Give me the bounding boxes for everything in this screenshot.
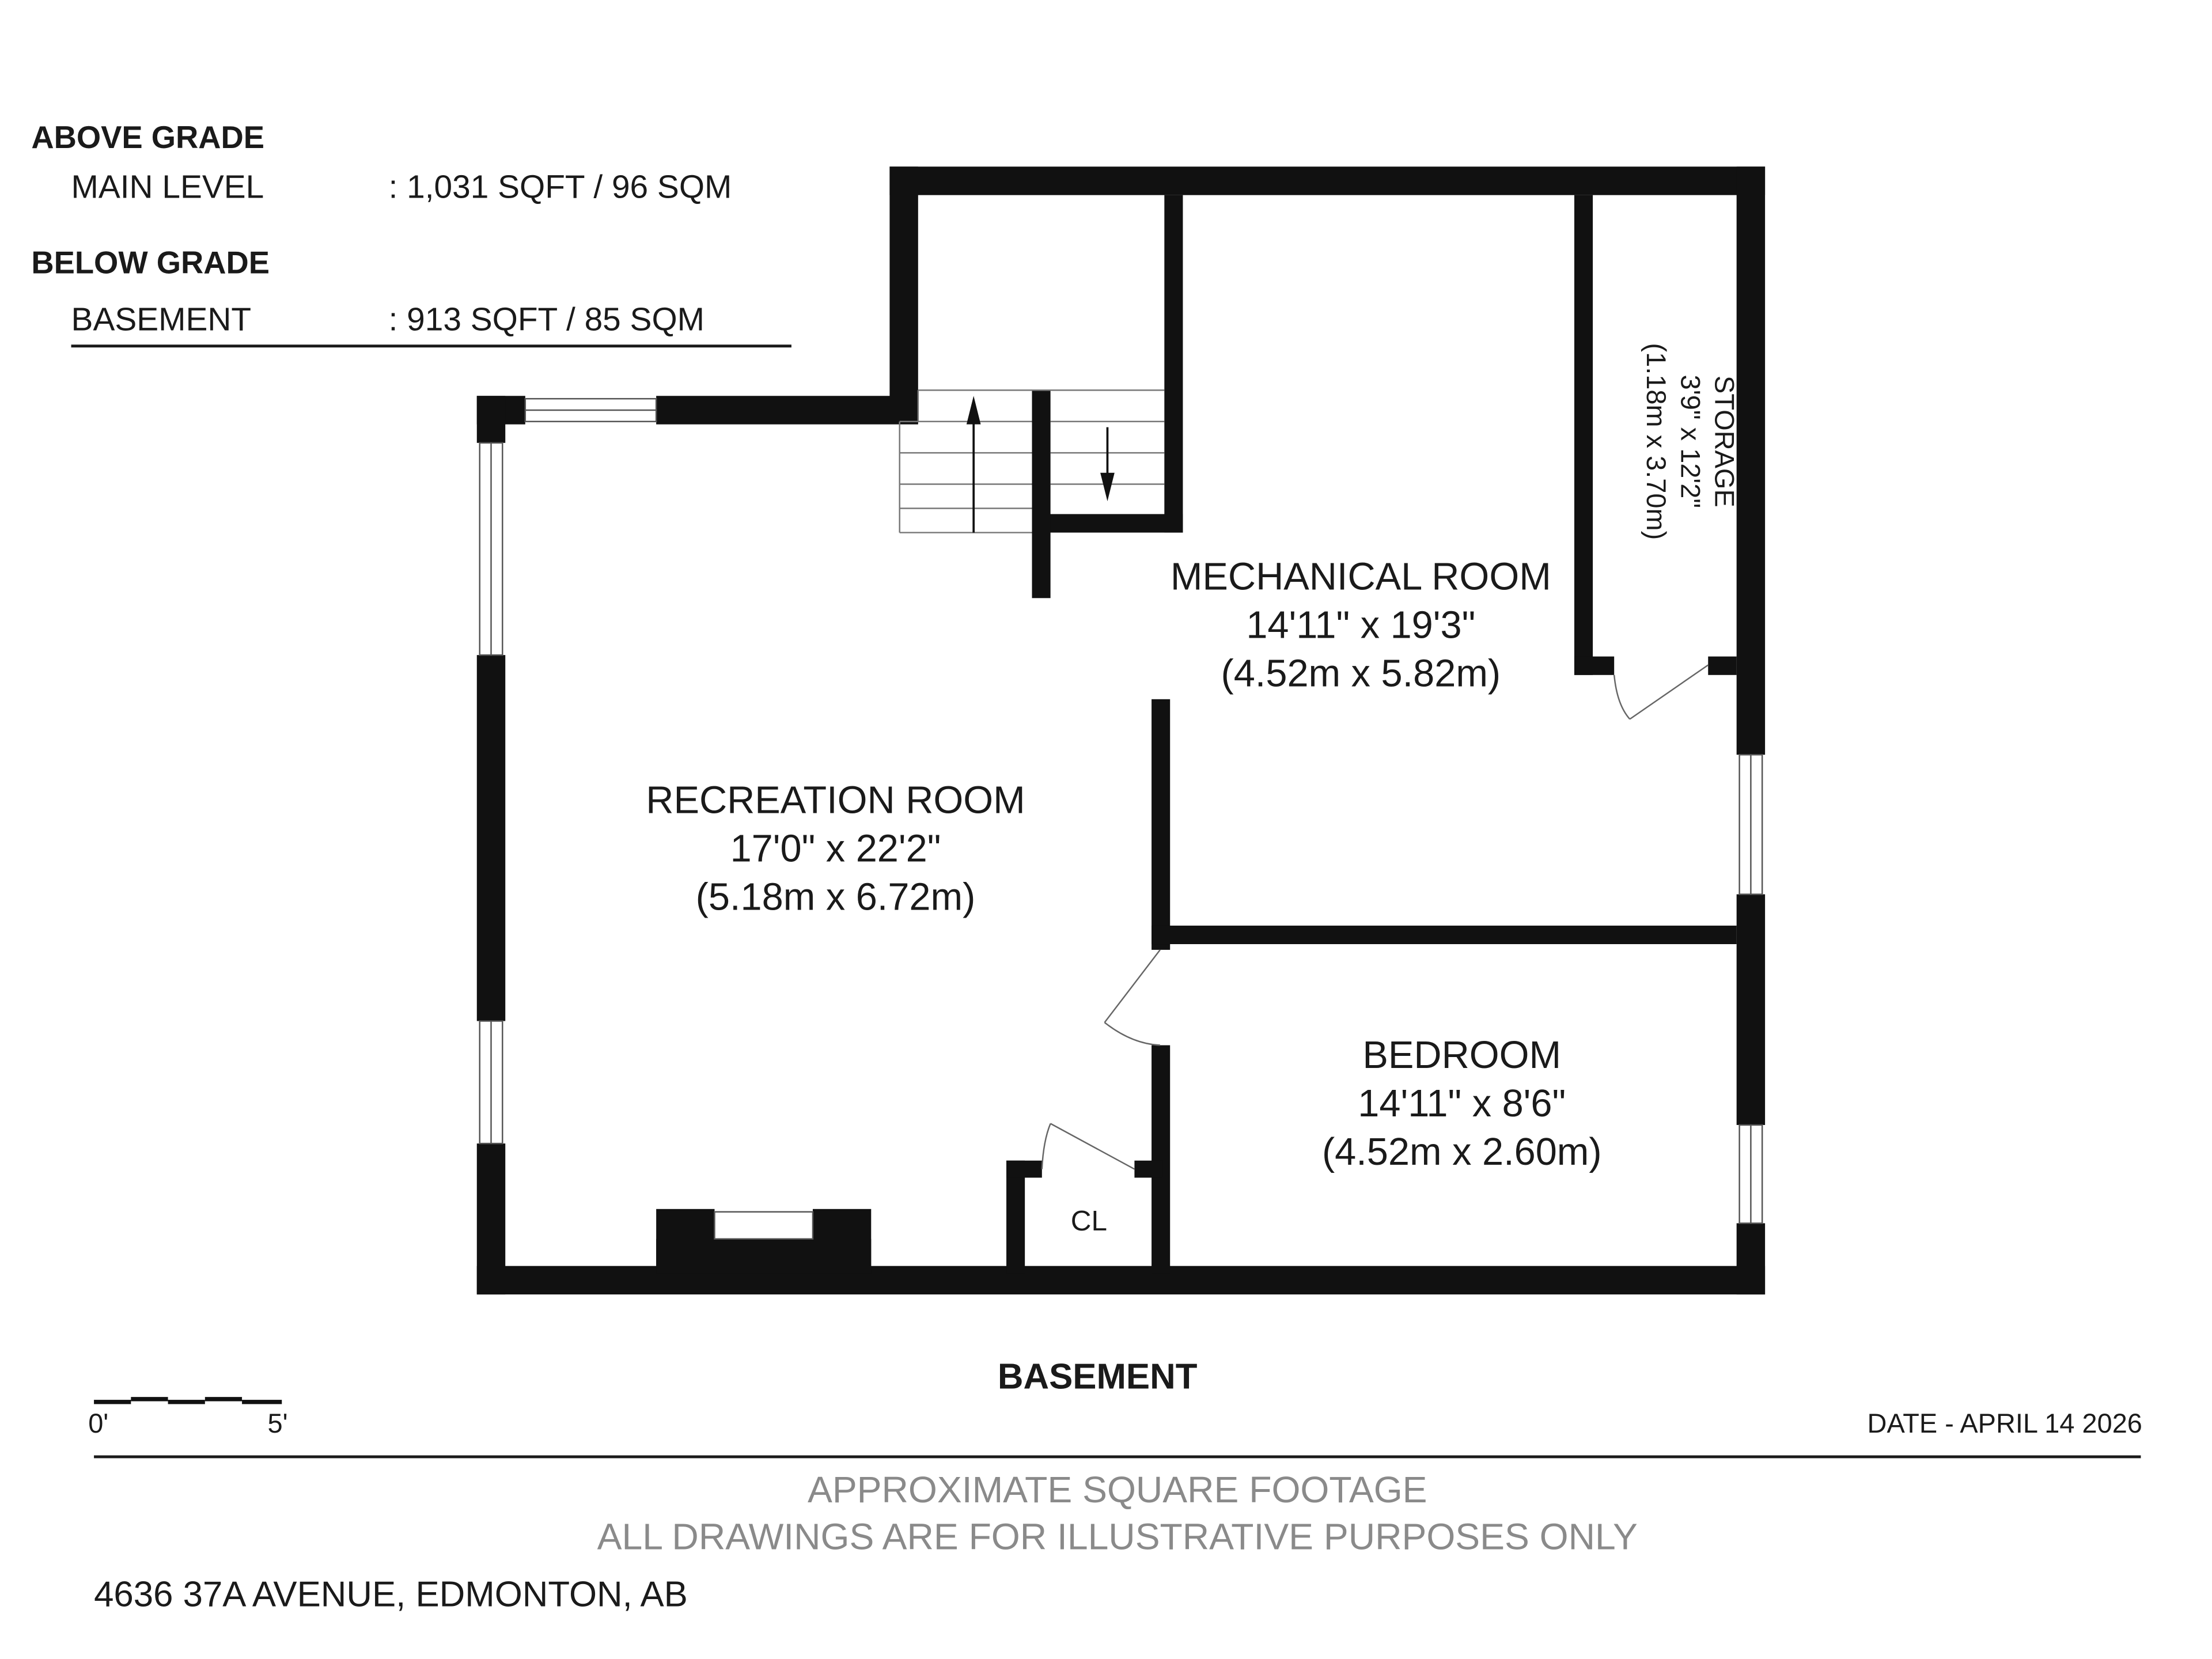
floor-title: BASEMENT [998, 1357, 1198, 1396]
window-top [524, 397, 657, 422]
wall-storage [1574, 195, 1593, 675]
scale-start-label: 0' [88, 1408, 108, 1438]
window-left-lower [479, 1020, 503, 1145]
below-grade-heading: BELOW GRADE [31, 245, 270, 281]
fireplace-base [656, 1238, 872, 1274]
arrow-up-icon [966, 396, 981, 425]
walls [476, 166, 1766, 1295]
wall-mech-left [1152, 699, 1171, 950]
basement-value: : 913 SQFT / 85 SQM [389, 302, 704, 338]
room-recreation: RECREATION ROOM 17'0" x 22'2" (5.18m x 6… [646, 779, 1025, 919]
wall-top-upper [889, 166, 1766, 195]
room-storage: STORAGE 3'9" x 12'2" (1.18m x 3.70m) [1641, 343, 1740, 540]
window-left-upper [479, 442, 503, 656]
wall-bedroom-left [1152, 1045, 1171, 1274]
wall-right [1736, 166, 1766, 755]
wall-right-mid [1736, 894, 1766, 1125]
storage-metric: (1.18m x 3.70m) [1641, 343, 1672, 540]
door-storage [1613, 664, 1709, 720]
room-mechanical: MECHANICAL ROOM 14'11" x 19'3" (4.52m x … [1171, 555, 1551, 695]
bedroom-imperial: 14'11" x 8'6" [1358, 1082, 1566, 1125]
wall-closet-stub [1134, 1160, 1163, 1178]
windows [479, 397, 1763, 1240]
mechanical-imperial: 14'11" x 19'3" [1246, 604, 1475, 646]
doors [1041, 664, 1709, 1170]
recreation-name: RECREATION ROOM [646, 779, 1025, 822]
room-bedroom: BEDROOM 14'11" x 8'6" (4.52m x 2.60m) [1322, 1034, 1602, 1173]
wall-stair-divider [1032, 390, 1051, 599]
storage-imperial: 3'9" x 12'2" [1675, 375, 1706, 508]
recreation-imperial: 17'0" x 22'2" [730, 828, 941, 870]
window-fireplace [714, 1211, 814, 1240]
wall-closet-left [1006, 1160, 1025, 1274]
wall-top-left-b [656, 396, 918, 425]
wall-left-a [476, 396, 506, 443]
mechanical-name: MECHANICAL ROOM [1171, 555, 1551, 598]
date-label: DATE - APRIL 14 2026 [1868, 1408, 2142, 1438]
wall-left-upper [889, 166, 918, 423]
closet-label: CL [1071, 1205, 1107, 1237]
wall-closet-top [1006, 1160, 1042, 1178]
mechanical-metric: (4.52m x 5.82m) [1221, 653, 1501, 695]
arrow-down-icon [1100, 472, 1115, 502]
footer-divider [94, 1455, 2141, 1459]
window-right-mech [1738, 753, 1763, 895]
wall-storage-stub-right [1708, 656, 1737, 675]
door-closet [1041, 1123, 1135, 1170]
wall-bedroom-top [1152, 925, 1737, 945]
bedroom-metric: (4.52m x 2.60m) [1322, 1131, 1602, 1173]
wall-storage-stub-left [1574, 656, 1615, 675]
main-level-value: : 1,031 SQFT / 96 SQM [389, 169, 732, 206]
main-level-label: MAIN LEVEL [71, 169, 264, 206]
address: 4636 37A AVENUE, EDMONTON, AB [94, 1575, 688, 1615]
above-grade-heading: ABOVE GRADE [31, 120, 264, 155]
wall-stair-landing [1049, 514, 1183, 533]
wall-left-b [476, 655, 506, 1021]
recreation-metric: (5.18m x 6.72m) [696, 876, 976, 919]
door-bedroom [1104, 949, 1161, 1046]
basement-label: BASEMENT [71, 302, 252, 338]
bedroom-name: BEDROOM [1362, 1034, 1561, 1077]
disclaimer-line-1: APPROXIMATE SQUARE FOOTAGE [808, 1469, 1427, 1510]
disclaimer-line-2: ALL DRAWINGS ARE FOR ILLUSTRATIVE PURPOS… [597, 1516, 1638, 1558]
scale-end-label: 5' [268, 1408, 288, 1438]
wall-stair-right [1164, 195, 1183, 533]
storage-name: STORAGE [1710, 376, 1740, 507]
scale-bar [94, 1397, 282, 1404]
summary-underline [71, 344, 791, 348]
area-summary: ABOVE GRADE MAIN LEVEL : 1,031 SQFT / 96… [31, 120, 791, 348]
window-right-bedroom [1738, 1124, 1763, 1224]
